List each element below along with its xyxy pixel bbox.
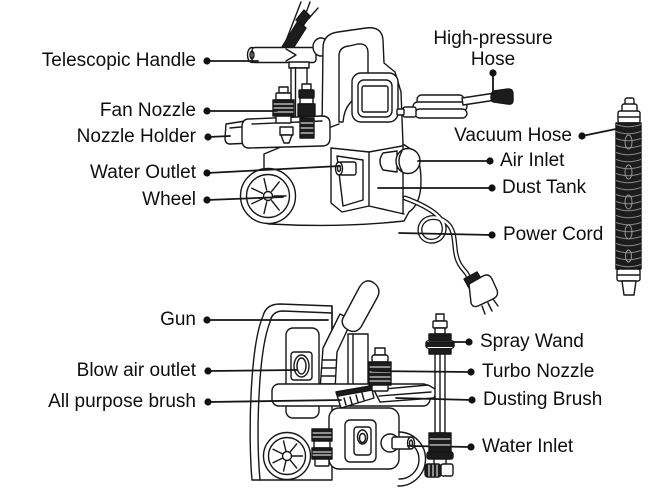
label-gun: Gun (160, 309, 196, 330)
nozzle-drawing (297, 83, 316, 139)
vacuum-hose-drawing (615, 97, 642, 296)
air-inlet-drawing (379, 147, 421, 175)
label-nozzle-holder: Nozzle Holder (76, 126, 196, 147)
label-telescopic-handle: Telescopic Handle (41, 50, 196, 71)
label-water-outlet: Water Outlet (90, 162, 196, 183)
water-inlet-drawing (380, 433, 416, 453)
label-power-cord: Power Cord (503, 224, 604, 245)
label-blow-air-outlet: Blow air outlet (76, 360, 196, 381)
label-dusting-brush: Dusting Brush (483, 389, 603, 410)
label-fan-nozzle: Fan Nozzle (99, 100, 196, 121)
power-cord-drawing (402, 195, 499, 315)
leader-lines (206, 60, 617, 448)
gun-drawing (319, 280, 380, 391)
leader-dots (203, 57, 586, 451)
washer-bottom-view-drawing (249, 280, 438, 487)
all-purpose-brush-drawing (335, 385, 375, 409)
label-wheel: Wheel (142, 189, 196, 210)
label-high-pressure-hose: High-pressure Hose (413, 28, 573, 70)
water-outlet-drawing (330, 147, 370, 213)
label-air-inlet: Air Inlet (500, 150, 565, 171)
fan-nozzle-drawing (272, 86, 295, 124)
turbo-nozzle-drawing (368, 347, 392, 392)
label-water-inlet: Water Inlet (482, 436, 574, 457)
front-wheel-drawing (262, 431, 312, 481)
washer-top-view-drawing (224, 1, 499, 315)
label-high-pressure-hose-line2: Hose (470, 49, 516, 70)
label-all-purpose-brush: All purpose brush (48, 391, 196, 412)
label-vacuum-hose: Vacuum Hose (454, 125, 572, 146)
label-turbo-nozzle: Turbo Nozzle (482, 361, 595, 382)
high-pressure-hose-drawing (396, 88, 514, 119)
label-high-pressure-hose-line1: High-pressure (433, 28, 553, 49)
label-dust-tank: Dust Tank (502, 177, 587, 198)
wheel-drawing (239, 167, 297, 225)
label-spray-wand: Spray Wand (480, 331, 584, 352)
